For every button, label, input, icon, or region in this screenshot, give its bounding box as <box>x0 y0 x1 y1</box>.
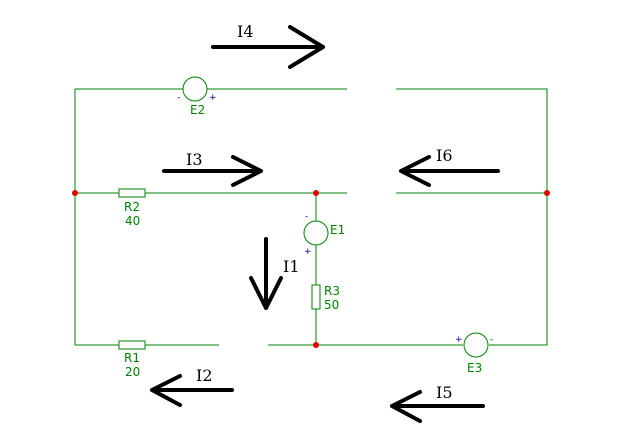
junction-left-mid <box>72 190 78 196</box>
wires <box>74 88 548 346</box>
current-i1: I1 <box>249 237 300 310</box>
r3-value: 50 <box>324 298 339 312</box>
i3-arrow <box>162 155 263 187</box>
i2-label: I2 <box>196 366 213 385</box>
i5-arrow <box>390 390 485 423</box>
voltage-source-e2: - + E2 <box>177 76 217 117</box>
e2-plus-sign: + <box>209 93 217 103</box>
resistor-r2: R2 40 <box>118 188 146 228</box>
e1-minus-sign: - <box>305 212 308 222</box>
r2-symbol <box>118 188 146 198</box>
r2-value: 40 <box>125 214 140 228</box>
junctions <box>72 190 550 348</box>
r1-label: R1 <box>124 351 140 365</box>
e1-plus-sign: + <box>304 247 312 257</box>
current-i5: I5 <box>390 383 485 423</box>
r1-value: 20 <box>125 365 140 379</box>
i2-arrow <box>150 374 234 407</box>
junction-center-mid <box>313 190 319 196</box>
e3-plus-sign: + <box>455 335 463 345</box>
current-i2: I2 <box>150 366 234 407</box>
i4-arrow <box>211 25 325 69</box>
e2-label: E2 <box>190 103 205 117</box>
current-i6: I6 <box>399 146 500 187</box>
junction-center-bottom <box>313 342 319 348</box>
wire-right-lower <box>489 193 548 346</box>
i3-label: I3 <box>186 150 203 169</box>
e3-symbol <box>463 332 489 358</box>
r2-label: R2 <box>124 200 140 214</box>
voltage-source-e1: - + E1 <box>303 212 345 257</box>
current-i3: I3 <box>162 150 263 187</box>
e3-minus-sign: - <box>490 335 493 345</box>
e1-symbol <box>303 220 329 246</box>
e1-label: E1 <box>330 223 345 237</box>
voltage-source-e3: + - E3 <box>455 332 493 375</box>
e2-symbol <box>182 76 208 102</box>
r1-symbol <box>118 340 146 350</box>
r3-symbol <box>311 284 321 310</box>
resistor-r3: R3 50 <box>311 284 340 312</box>
i5-label: I5 <box>436 383 453 402</box>
resistor-r1: R1 20 <box>118 340 146 379</box>
i6-label: I6 <box>436 146 453 165</box>
r3-label: R3 <box>324 284 340 298</box>
e3-label: E3 <box>467 361 482 375</box>
i1-arrow <box>249 237 283 310</box>
current-i4: I4 <box>211 22 325 69</box>
e2-minus-sign: - <box>177 93 180 103</box>
i1-label: I1 <box>283 257 300 276</box>
i6-arrow <box>399 155 500 187</box>
wire-top-right <box>396 88 548 193</box>
i4-label: I4 <box>237 22 254 41</box>
junction-right-mid <box>544 190 550 196</box>
